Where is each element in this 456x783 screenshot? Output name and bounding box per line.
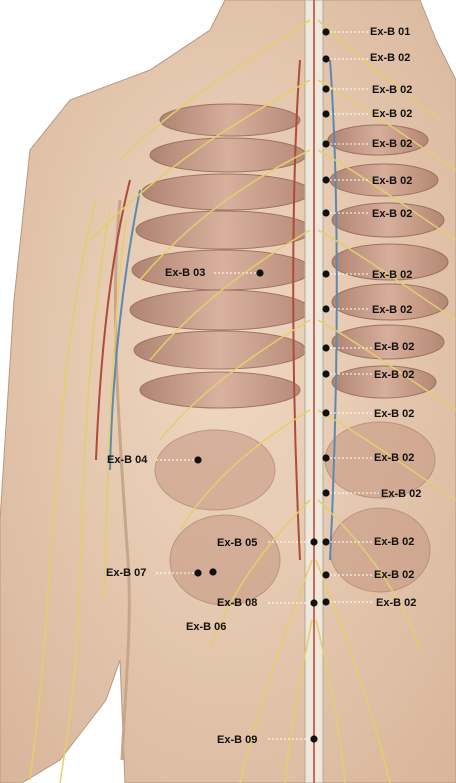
label-ex-b-02: Ex-B 02 xyxy=(370,52,410,65)
label-ex-b-03: Ex-B 03 xyxy=(165,267,205,280)
label-ex-b-02: Ex-B 02 xyxy=(372,108,412,121)
label-ex-b-09: Ex-B 09 xyxy=(217,734,257,747)
label-ex-b-02: Ex-B 02 xyxy=(374,536,414,549)
acupoint-ex-b-02 xyxy=(322,176,329,183)
acupoint-ex-b-02 xyxy=(322,454,329,461)
acupoint-ex-b-02 xyxy=(322,489,329,496)
acupoint-ex-b-02 xyxy=(322,538,329,545)
acupoint-ex-b-02 xyxy=(322,598,329,605)
label-ex-b-02: Ex-B 02 xyxy=(376,597,416,610)
label-ex-b-02: Ex-B 02 xyxy=(381,488,421,501)
acupoint-ex-b-05 xyxy=(310,538,317,545)
acupoint-ex-b-06 xyxy=(209,568,216,575)
acupoint-ex-b-02 xyxy=(322,140,329,147)
label-ex-b-02: Ex-B 02 xyxy=(372,269,412,282)
label-ex-b-05: Ex-B 05 xyxy=(217,537,257,550)
acupoint-ex-b-02 xyxy=(322,370,329,377)
label-ex-b-07: Ex-B 07 xyxy=(106,567,146,580)
acupoint-ex-b-09 xyxy=(310,735,317,742)
label-ex-b-02: Ex-B 02 xyxy=(374,569,414,582)
label-ex-b-06: Ex-B 06 xyxy=(186,621,226,634)
label-ex-b-02: Ex-B 02 xyxy=(374,369,414,382)
acupoint-ex-b-02 xyxy=(322,85,329,92)
acupoint-ex-b-07 xyxy=(194,569,201,576)
acupoint-ex-b-03 xyxy=(256,269,263,276)
label-ex-b-08: Ex-B 08 xyxy=(217,597,257,610)
label-ex-b-04: Ex-B 04 xyxy=(107,454,147,467)
acupoint-ex-b-02 xyxy=(322,110,329,117)
acupoint-ex-b-08 xyxy=(310,599,317,606)
acupoint-ex-b-02 xyxy=(322,209,329,216)
label-ex-b-02: Ex-B 02 xyxy=(374,408,414,421)
acupoint-ex-b-02 xyxy=(322,270,329,277)
acupoint-ex-b-02 xyxy=(322,55,329,62)
label-ex-b-02: Ex-B 02 xyxy=(372,138,412,151)
label-ex-b-02: Ex-B 02 xyxy=(372,84,412,97)
label-ex-b-02: Ex-B 02 xyxy=(372,304,412,317)
acupoint-ex-b-02 xyxy=(322,409,329,416)
label-ex-b-02: Ex-B 02 xyxy=(374,452,414,465)
label-ex-b-02: Ex-B 02 xyxy=(374,341,414,354)
label-ex-b-01: Ex-B 01 xyxy=(370,26,410,39)
acupoint-ex-b-02 xyxy=(322,305,329,312)
label-ex-b-02: Ex-B 02 xyxy=(372,175,412,188)
acupoint-ex-b-04 xyxy=(194,456,201,463)
acupoint-ex-b-02 xyxy=(322,571,329,578)
label-ex-b-02: Ex-B 02 xyxy=(372,208,412,221)
acupoint-ex-b-02 xyxy=(322,344,329,351)
acupoint-ex-b-01 xyxy=(322,28,329,35)
